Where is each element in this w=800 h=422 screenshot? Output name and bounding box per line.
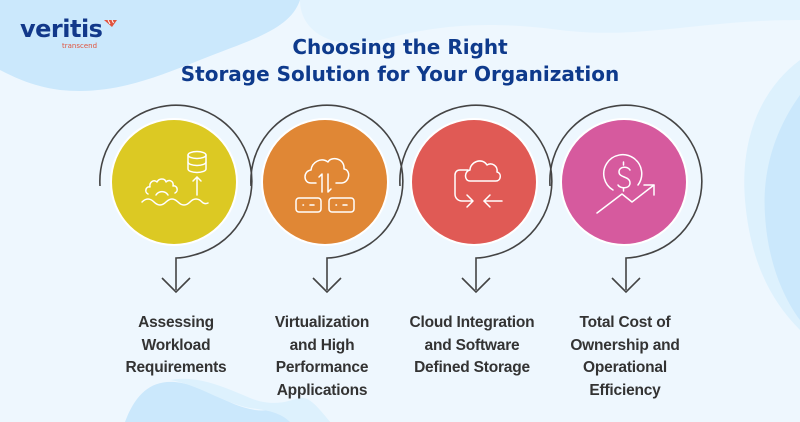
title-line-2: Storage Solution for Your Organization — [180, 62, 620, 86]
step-4-label-line: Ownership and — [570, 336, 680, 354]
step-3-label-line: Defined Storage — [414, 359, 530, 376]
veritis-logo[interactable]: veritis transcend — [20, 15, 130, 55]
step-2-label-line: and High — [289, 336, 355, 354]
logo-chevron-icon — [104, 19, 117, 27]
step-4-label-line: Operational — [583, 359, 667, 376]
step-1-node — [99, 104, 253, 293]
step-1-label: Assessing Workload Requirements — [101, 312, 251, 380]
step-4-label-line: Total Cost of — [579, 314, 671, 331]
page-title: Choosing the Right Storage Solution for … — [0, 34, 800, 88]
workload-gear-database-icon — [141, 150, 209, 206]
logo-wordmark: veritis — [20, 15, 103, 43]
step-4-circle — [562, 120, 686, 244]
title-line-1: Choosing the Right — [292, 35, 508, 59]
step-1-label-line: Assessing — [138, 314, 214, 331]
dollar-growth-chart-icon — [596, 153, 655, 214]
step-3-circle — [412, 120, 536, 244]
step-2-label: Virtualization and High Performance Appl… — [247, 312, 397, 402]
cloud-integration-arrows-icon — [454, 160, 503, 208]
step-3-label-line: Cloud Integration — [409, 314, 535, 331]
step-4-node — [549, 104, 703, 293]
step-2-circle — [263, 120, 387, 244]
cloud-server-sync-icon — [295, 157, 355, 213]
step-1-label-line: Workload — [141, 336, 211, 354]
step-3-node — [399, 104, 553, 293]
step-2-node — [250, 104, 404, 293]
step-2-label-line: Performance — [275, 359, 369, 376]
step-1-label-line: Requirements — [125, 359, 227, 376]
step-2-label-line: Virtualization — [274, 314, 370, 331]
step-3-label: Cloud Integration and Software Defined S… — [397, 312, 547, 380]
logo-tagline: transcend — [62, 42, 98, 50]
step-4-label-line: Efficiency — [589, 381, 661, 399]
step-4-label: Total Cost of Ownership and Operational … — [550, 312, 700, 402]
step-2-label-line: Applications — [276, 381, 368, 399]
step-3-label-line: and Software — [424, 336, 520, 354]
step-1-circle — [112, 120, 236, 244]
